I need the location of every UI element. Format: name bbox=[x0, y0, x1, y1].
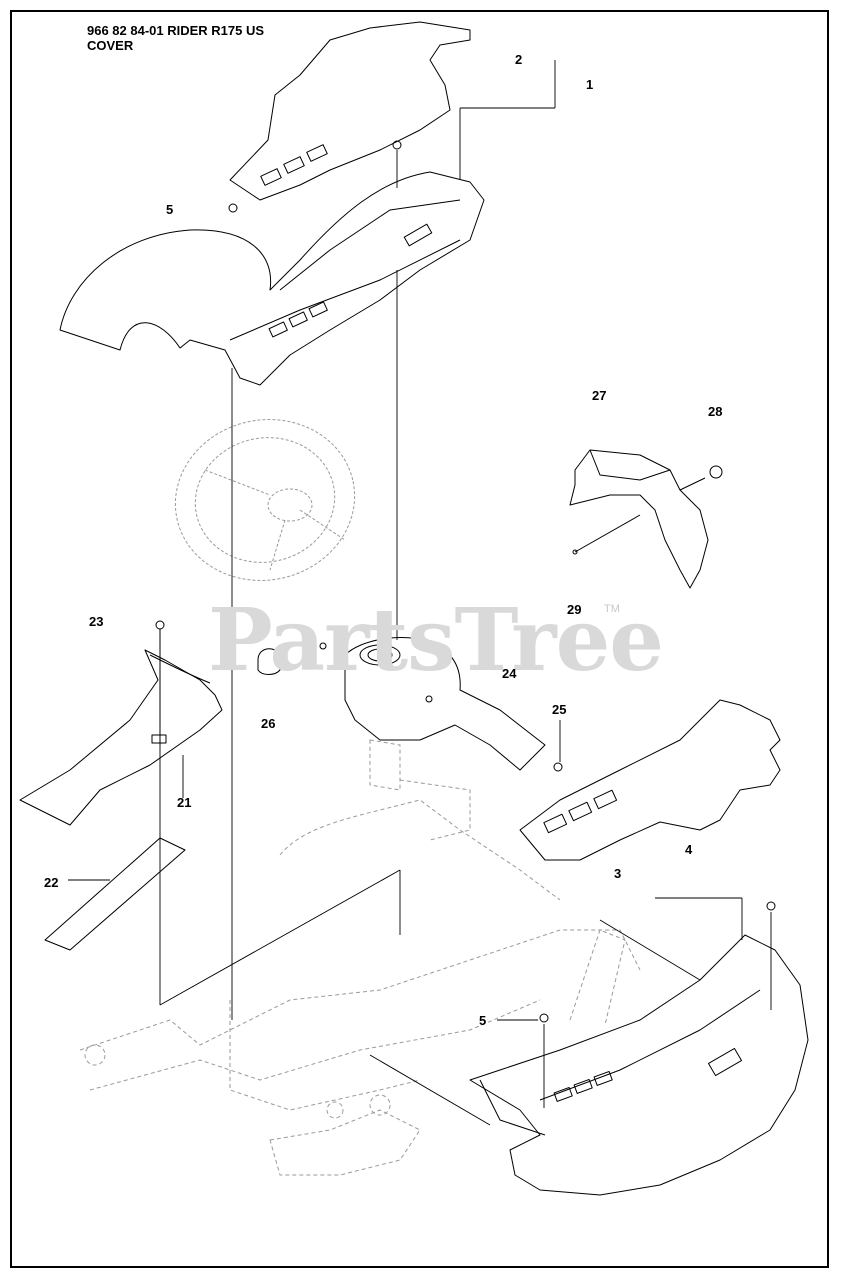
callout-3[interactable]: 3 bbox=[614, 866, 622, 881]
part-24-console bbox=[319, 637, 563, 772]
callout-29[interactable]: 29 bbox=[567, 602, 582, 617]
callout-2[interactable]: 2 bbox=[515, 52, 523, 67]
callout-23[interactable]: 23 bbox=[89, 614, 104, 629]
part-26-knob bbox=[257, 648, 281, 675]
trademark-mark: TM bbox=[604, 603, 620, 615]
part-3-fender-cover-lower bbox=[469, 901, 809, 1196]
callout-21[interactable]: 21 bbox=[177, 795, 192, 810]
alignment-lines bbox=[68, 60, 772, 1126]
callout-22[interactable]: 22 bbox=[44, 875, 59, 890]
callout-24[interactable]: 24 bbox=[502, 666, 517, 681]
part-22-strip bbox=[44, 837, 186, 951]
model-title: 966 82 84-01 RIDER R175 US bbox=[87, 23, 265, 38]
part-21-side-panel bbox=[19, 620, 223, 826]
diagram-frame bbox=[10, 10, 829, 1268]
callout-5-lower[interactable]: 5 bbox=[479, 1013, 487, 1028]
part-27-dash-trim bbox=[569, 449, 723, 589]
callout-5-upper[interactable]: 5 bbox=[166, 202, 174, 217]
callout-4[interactable]: 4 bbox=[685, 842, 693, 857]
callout-1[interactable]: 1 bbox=[586, 77, 594, 92]
chassis-frame bbox=[79, 739, 641, 1176]
callout-25[interactable]: 25 bbox=[552, 702, 567, 717]
part-4-floor-mat-lower bbox=[519, 699, 781, 861]
callout-26[interactable]: 26 bbox=[261, 716, 276, 731]
part-1-fender-cover-upper bbox=[59, 140, 485, 386]
part-2-floor-mat-upper bbox=[229, 21, 471, 201]
watermark: PartsTree bbox=[208, 590, 664, 691]
section-title: COVER bbox=[87, 38, 134, 53]
callout-28[interactable]: 28 bbox=[708, 404, 723, 419]
steering-wheel bbox=[174, 419, 356, 581]
callout-27[interactable]: 27 bbox=[592, 388, 607, 403]
